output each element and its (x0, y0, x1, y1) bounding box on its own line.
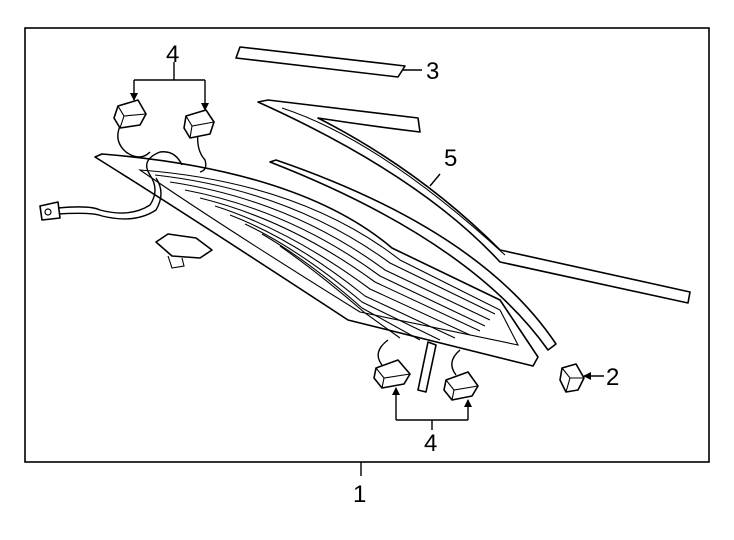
connector-top-right (183, 109, 215, 139)
callout-3: 3 (426, 58, 439, 85)
glass-clip-part (155, 233, 213, 269)
callout-5: 5 (444, 145, 457, 172)
connector-bottom-left (373, 359, 411, 389)
callout-4-top: 4 (166, 41, 179, 68)
callout-4-bottom-bracket (392, 387, 472, 430)
connector-bottom-right (443, 371, 479, 401)
cap-part (559, 363, 604, 393)
callout-1: 1 (353, 481, 366, 508)
top-strip-part (235, 46, 422, 78)
seal-strip-part (269, 159, 557, 351)
diagram-frame (24, 27, 710, 463)
wiring-harness-left (39, 121, 207, 221)
callout-4-top-bracket (130, 62, 209, 111)
wiring-harness-bottom (377, 339, 461, 393)
rear-glass-part (94, 153, 539, 367)
callout-4-bottom: 4 (424, 430, 437, 457)
molding-part (257, 99, 691, 304)
connector-top-left (113, 99, 147, 129)
callout-2: 2 (606, 364, 619, 391)
